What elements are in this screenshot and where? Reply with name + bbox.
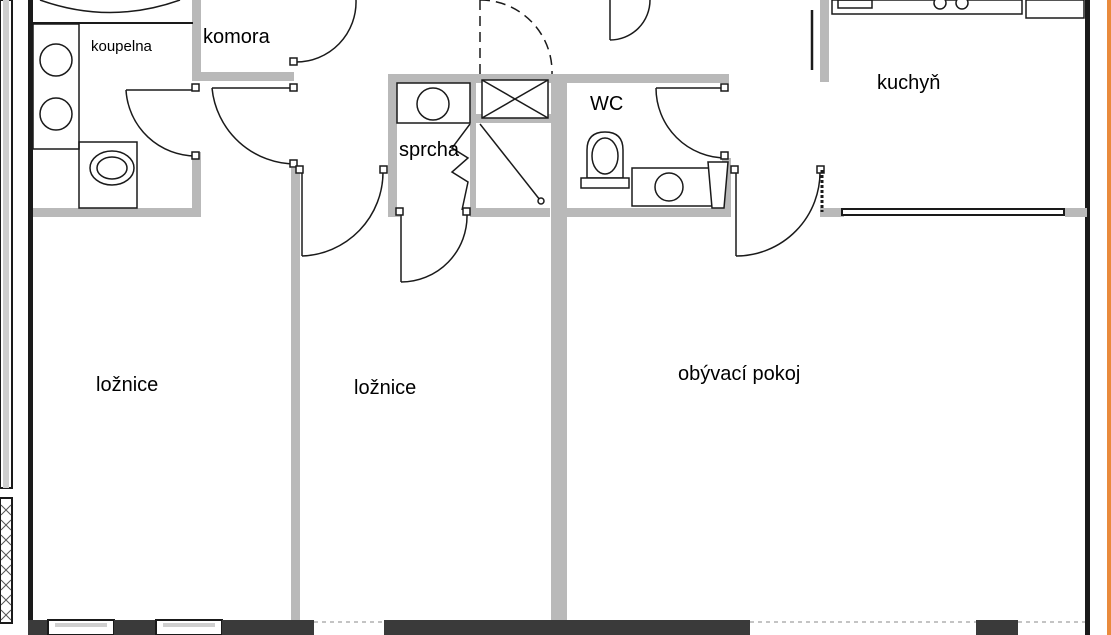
bathtub [39, 0, 181, 14]
outer-wall-right [1085, 0, 1090, 635]
inner-left-wall [28, 0, 33, 635]
left-window-frame [0, 497, 13, 624]
door-swing [479, 0, 553, 75]
wall-wc-bottom [567, 208, 729, 217]
wall-bedroom-living [551, 74, 567, 620]
fixtures [32, 0, 1085, 211]
door-swing [609, 0, 651, 41]
label-wc: WC [590, 93, 623, 115]
wall-kitchen-right-of-door [820, 208, 844, 217]
wall-kitchen-left-stub [820, 0, 829, 82]
door-swing [400, 213, 468, 283]
orange-facade-edge [1107, 0, 1111, 635]
door-swing [735, 169, 821, 257]
wall-sprcha-inner [470, 83, 476, 211]
kitchen-counter [841, 208, 1065, 216]
left-wall-inner-strip [3, 0, 9, 488]
wall-koupelna-right [192, 0, 201, 80]
washbasin-icon [39, 97, 73, 131]
wall-kitchen-end [1065, 208, 1087, 217]
bottom-wall [28, 619, 1085, 635]
left-window-hatch [0, 504, 12, 621]
kitchen-cabinet [831, 0, 1023, 15]
door-swing [655, 87, 727, 159]
wall-sprcha-bottom [470, 208, 550, 217]
wall-bedrooms-divider [291, 168, 300, 620]
wall-shaft-top [476, 74, 556, 83]
wall-sprcha-left [388, 74, 397, 216]
interior-walls [33, 0, 1087, 620]
label-sprcha: sprcha [399, 139, 460, 161]
label-kuchyn: kuchyň [877, 72, 940, 94]
door-swing [295, 0, 357, 63]
washbasin-icon [654, 172, 684, 202]
washbasin-icon [416, 87, 450, 121]
wall-komora-bottom [192, 72, 294, 81]
door-swing [301, 171, 384, 257]
label-loznice-left: ložnice [96, 374, 158, 396]
shower-screen [450, 123, 471, 211]
room-labels: koupelna komora sprcha WC kuchyň ložnice… [91, 26, 940, 399]
label-komora: komora [203, 26, 271, 48]
door-swing [211, 87, 297, 165]
label-loznice-mid: ložnice [354, 377, 416, 399]
doors [125, 0, 825, 283]
door-swing [125, 89, 197, 157]
wall-wc-top [567, 74, 729, 83]
label-obyvaci-pokoj: obývací pokoj [678, 363, 800, 385]
label-koupelna: koupelna [91, 38, 153, 55]
wall-sprcha-top [388, 74, 480, 83]
washbasin-icon [39, 43, 73, 77]
wall-koupelna-bottom [33, 208, 201, 217]
